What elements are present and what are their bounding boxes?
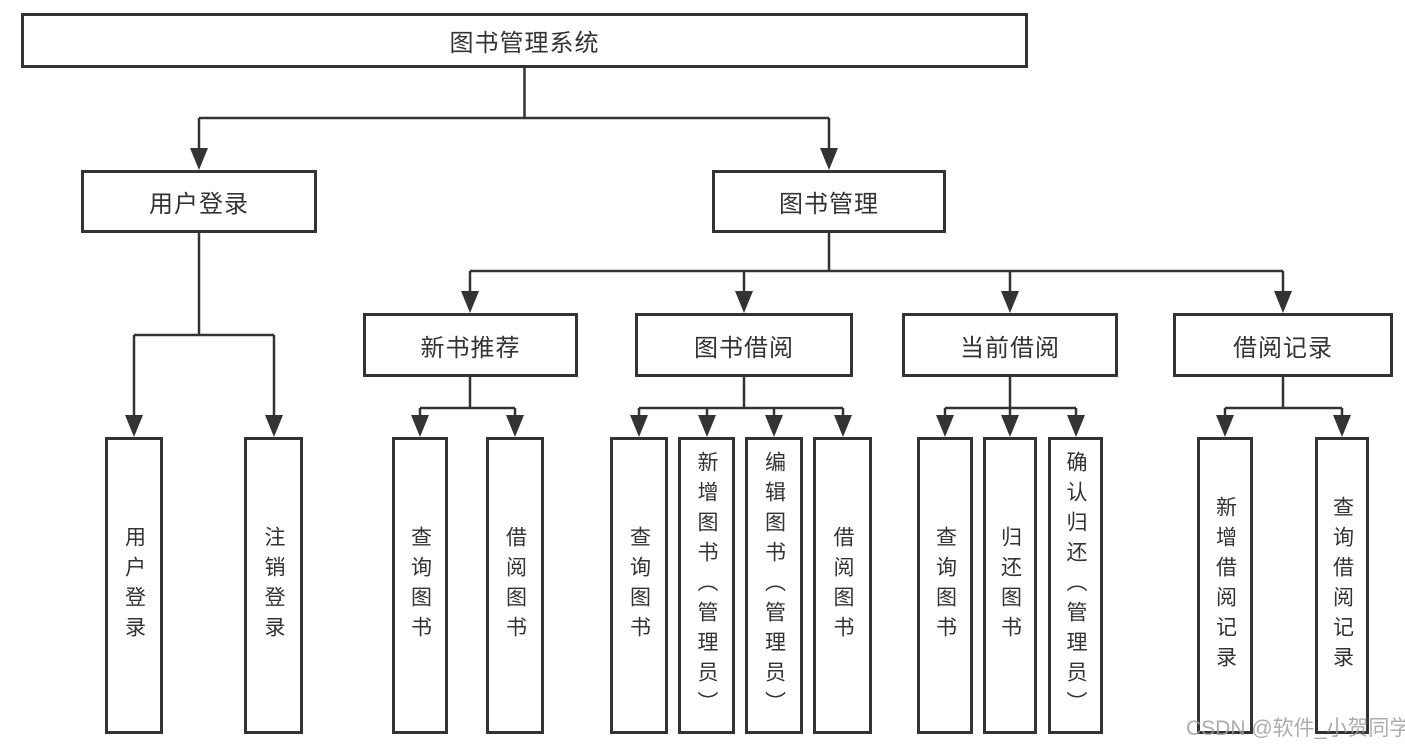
leaf-add-borrow-record-label: 新增借阅记录 <box>1213 495 1237 676</box>
node-new-book-recommend-label: 新书推荐 <box>420 334 521 362</box>
leaf-query-borrow-record: 查询借阅记录 <box>1315 437 1369 734</box>
csdn-watermark: CSDN @软件_小贺同学 <box>1186 717 1405 740</box>
leaf-user-login-label: 用户登录 <box>122 525 146 646</box>
node-book-management: 图书管理 <box>712 170 946 233</box>
arrowhead-icon <box>125 415 143 437</box>
arrowhead-icon <box>630 415 648 437</box>
leaf-user-login: 用户登录 <box>105 437 163 734</box>
node-borrowing-records: 借阅记录 <box>1173 313 1393 377</box>
arrowhead-icon <box>1001 415 1019 437</box>
arrowhead-icon <box>506 415 524 437</box>
arrowhead-icon <box>265 415 283 437</box>
leaf-query-books-borrowing: 查询图书 <box>610 437 668 734</box>
arrowhead-icon <box>1333 415 1351 437</box>
leaf-logout-label: 注销登录 <box>262 525 285 646</box>
node-library-system: 图书管理系统 <box>21 13 1028 68</box>
arrowhead-icon <box>461 291 479 313</box>
arrowhead-icon <box>765 415 783 437</box>
arrowhead-icon <box>411 415 429 437</box>
node-new-book-recommend: 新书推荐 <box>363 313 578 377</box>
leaf-edit-books-admin-label: 编辑图书（管理员） <box>762 450 786 721</box>
leaf-return-books-label: 归还图书 <box>998 525 1022 646</box>
arrowhead-icon <box>1001 291 1019 313</box>
leaf-query-books-recommend: 查询图书 <box>392 437 448 734</box>
arrowhead-icon <box>1067 415 1085 437</box>
node-book-borrowing-label: 图书借阅 <box>694 334 794 362</box>
node-user-login: 用户登录 <box>81 170 317 233</box>
arrowhead-icon <box>735 291 753 313</box>
leaf-confirm-return-admin: 确认归还（管理员） <box>1048 437 1103 734</box>
arrowhead-icon <box>834 415 852 437</box>
leaf-add-books-admin-label: 新增图书（管理员） <box>695 450 718 721</box>
arrowhead-icon <box>190 148 208 170</box>
arrowhead-icon <box>1274 291 1292 313</box>
arrowhead-icon <box>820 148 838 170</box>
leaf-borrow-books-label: 借阅图书 <box>831 525 854 646</box>
node-library-system-label: 图书管理系统 <box>449 30 600 57</box>
node-user-login-label: 用户登录 <box>149 191 249 218</box>
arrowhead-icon <box>698 415 716 437</box>
node-book-management-label: 图书管理 <box>779 191 879 218</box>
leaf-edit-books-admin: 编辑图书（管理员） <box>745 437 803 734</box>
node-book-borrowing: 图书借阅 <box>635 313 853 377</box>
leaf-logout: 注销登录 <box>244 437 303 734</box>
leaf-add-borrow-record: 新增借阅记录 <box>1197 437 1253 734</box>
leaf-borrow-books-recommend-label: 借阅图书 <box>503 525 527 646</box>
leaf-query-books-borrowing-label: 查询图书 <box>627 525 651 646</box>
node-current-borrowing: 当前借阅 <box>902 313 1118 377</box>
leaf-add-books-admin: 新增图书（管理员） <box>678 437 735 734</box>
leaf-borrow-books-recommend: 借阅图书 <box>486 437 544 734</box>
node-current-borrowing-label: 当前借阅 <box>960 334 1060 362</box>
leaf-return-books: 归还图书 <box>983 437 1037 734</box>
node-borrowing-records-label: 借阅记录 <box>1233 334 1333 362</box>
leaf-query-books-recommend-label: 查询图书 <box>408 525 432 646</box>
leaf-confirm-return-admin-label: 确认归还（管理员） <box>1064 450 1087 721</box>
leaf-borrow-books: 借阅图书 <box>813 437 872 734</box>
leaf-query-books-current-label: 查询图书 <box>933 525 957 646</box>
arrowhead-icon <box>1216 415 1234 437</box>
leaf-query-borrow-record-label: 查询借阅记录 <box>1330 495 1354 676</box>
arrowhead-icon <box>936 415 954 437</box>
leaf-query-books-current: 查询图书 <box>917 437 973 734</box>
